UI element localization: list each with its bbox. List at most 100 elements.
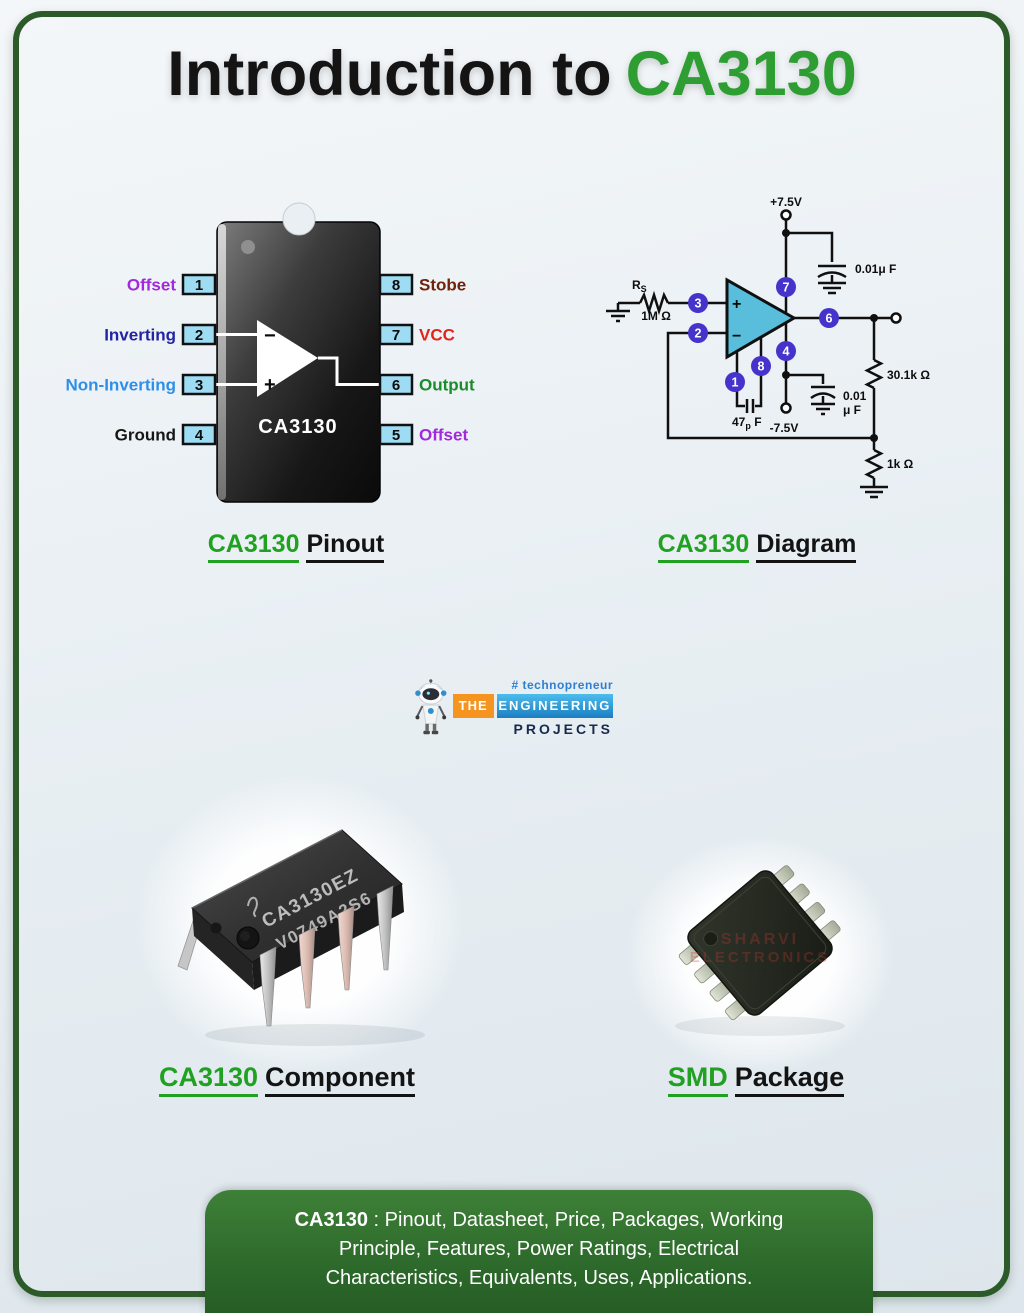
- brand-logo: # technopreneur THE ENGINEERING PROJECTS: [413, 678, 613, 742]
- pinout-caption-black: Pinout: [306, 530, 385, 563]
- circuit-diagram: + − 3 2 7 4: [606, 195, 930, 499]
- smd-caption-green: SMD: [667, 1062, 728, 1097]
- pin-number-3: 3: [195, 377, 203, 394]
- smd-body: [687, 870, 833, 1016]
- pin-label-ground: Ground: [115, 426, 176, 445]
- diagram-caption-green: CA3130: [657, 530, 750, 563]
- footer-summary-banner: CA3130 : Pinout, Datasheet, Price, Packa…: [205, 1190, 873, 1313]
- circuit-pin-4: 4: [776, 341, 796, 361]
- opamp-minus-sign: −: [264, 325, 276, 347]
- circuit-pin-1: 1: [725, 372, 745, 392]
- pin-number-8: 8: [392, 277, 400, 294]
- smd-photo: SHARVI ELECTRONICS: [675, 865, 845, 1036]
- label-vplus: +7.5V: [770, 195, 802, 209]
- label-vminus: -7.5V: [770, 421, 799, 435]
- svg-text:3: 3: [695, 297, 702, 311]
- logo-hashtag: # technopreneur: [511, 678, 613, 692]
- title-black: Introduction to: [167, 39, 612, 109]
- pin-box-2: [181, 323, 217, 346]
- right-pin-labels: Stobe VCC Output Offset: [419, 276, 475, 445]
- circuit-opamp-minus: −: [732, 328, 741, 345]
- svg-text:4: 4: [783, 345, 790, 359]
- pin-label-offset-5: Offset: [419, 426, 468, 445]
- pin-number-7: 7: [392, 327, 400, 344]
- smd-watermark-line1: SHARVI: [721, 931, 799, 948]
- footer-line-2: Principle, Features, Power Ratings, Elec…: [338, 1238, 740, 1260]
- smd-watermark: SHARVI ELECTRONICS: [690, 931, 831, 966]
- label-rs: RS: [632, 278, 647, 294]
- component-caption-black: Component: [265, 1062, 416, 1097]
- pin-box-8: [378, 273, 414, 296]
- label-cap-comp: 47p F: [732, 415, 762, 431]
- logo-projects: PROJECTS: [513, 721, 613, 737]
- pin-box-6: [378, 373, 414, 396]
- pin-label-offset-1: Offset: [127, 276, 176, 295]
- robot-mascot-icon: [415, 679, 447, 735]
- component-caption-green: CA3130: [158, 1062, 259, 1097]
- logo-the: THE: [452, 694, 494, 718]
- circuit-pin-6: 6: [819, 308, 839, 328]
- label-rs-value: 1M Ω: [641, 309, 671, 323]
- pin-label-inverting: Inverting: [104, 326, 176, 345]
- diagram-caption-black: Diagram: [756, 530, 857, 563]
- dip-maker-logo: [247, 896, 258, 918]
- footer-line-3: Characteristics, Equivalents, Uses, Appl…: [325, 1267, 753, 1289]
- pin-label-non-inverting: Non-Inverting: [66, 376, 177, 395]
- pin-number-1: 1: [195, 277, 203, 294]
- pinout-caption-green: CA3130: [207, 530, 300, 563]
- ic-left-edge-highlight: [218, 224, 226, 500]
- label-cap-bias-1: 0.01: [843, 389, 867, 403]
- circuit-wires: [606, 219, 892, 499]
- dip-edge-highlight: [191, 829, 343, 909]
- pin-box-5: [378, 423, 414, 446]
- dip-front-pins: [259, 885, 394, 1027]
- pin-number-4: 4: [195, 427, 204, 444]
- opamp-triangle: [257, 320, 318, 397]
- circuit-pin-3: 3: [688, 293, 708, 313]
- left-pin-boxes: 1 2 3 4: [181, 273, 217, 446]
- terminal-vplus: [780, 209, 792, 221]
- junction-dots: [782, 229, 878, 442]
- opamp-plus-sign: +: [264, 374, 276, 396]
- pin-number-5: 5: [392, 427, 400, 444]
- svg-text:6: 6: [826, 312, 833, 326]
- circuit-opamp-triangle: [725, 277, 798, 360]
- dip-left-face: [192, 908, 254, 990]
- circuit-pin-2: 2: [688, 323, 708, 343]
- ic-internal-wires: [215, 333, 382, 386]
- pin-label-stobe: Stobe: [419, 276, 466, 295]
- smd-caption-black: Package: [734, 1062, 845, 1097]
- pin-number-2: 2: [195, 327, 203, 344]
- circuit-labels: +7.5V -7.5V RS 1M Ω 0.01μ F 47p F 0.01 μ…: [632, 195, 930, 471]
- circuit-pin-8: 8: [751, 356, 771, 376]
- dip-small-indent: [210, 922, 222, 934]
- pinout-graphic: − + CA3130 1 2 3 4 Offset Inverting Non-…: [66, 202, 475, 503]
- pin-number-6: 6: [392, 377, 400, 394]
- terminal-output: [890, 312, 902, 324]
- smd-chip-group: [678, 865, 841, 1020]
- component-shadow: [205, 1024, 425, 1046]
- pin-label-output: Output: [419, 376, 475, 395]
- dip-pin1-indent-inner: [240, 931, 250, 941]
- svg-text:1: 1: [732, 376, 739, 390]
- logo-engineering: ENGINEERING: [496, 694, 613, 718]
- circuit-pin-7: 7: [776, 277, 796, 297]
- label-r-ground: 1k Ω: [887, 457, 914, 471]
- pin-box-3: [181, 373, 217, 396]
- smd-body-bevel: [693, 876, 827, 1010]
- smd-pin1-dot: [703, 931, 719, 947]
- pin-box-7: [378, 323, 414, 346]
- terminal-vminus: [780, 402, 792, 414]
- footer-line-1: CA3130 : Pinout, Datasheet, Price, Packa…: [294, 1209, 784, 1231]
- dip-front-face: [252, 884, 404, 990]
- circuit-pin-circles: 3 2 7 4 6 1 8: [688, 277, 839, 392]
- smd-watermark-line2: ELECTRONICS: [690, 949, 831, 966]
- label-cap-bias-2: μ F: [843, 403, 861, 417]
- svg-text:2: 2: [695, 327, 702, 341]
- pin-box-1: [181, 273, 217, 296]
- ic-chip-label: CA3130: [258, 416, 337, 438]
